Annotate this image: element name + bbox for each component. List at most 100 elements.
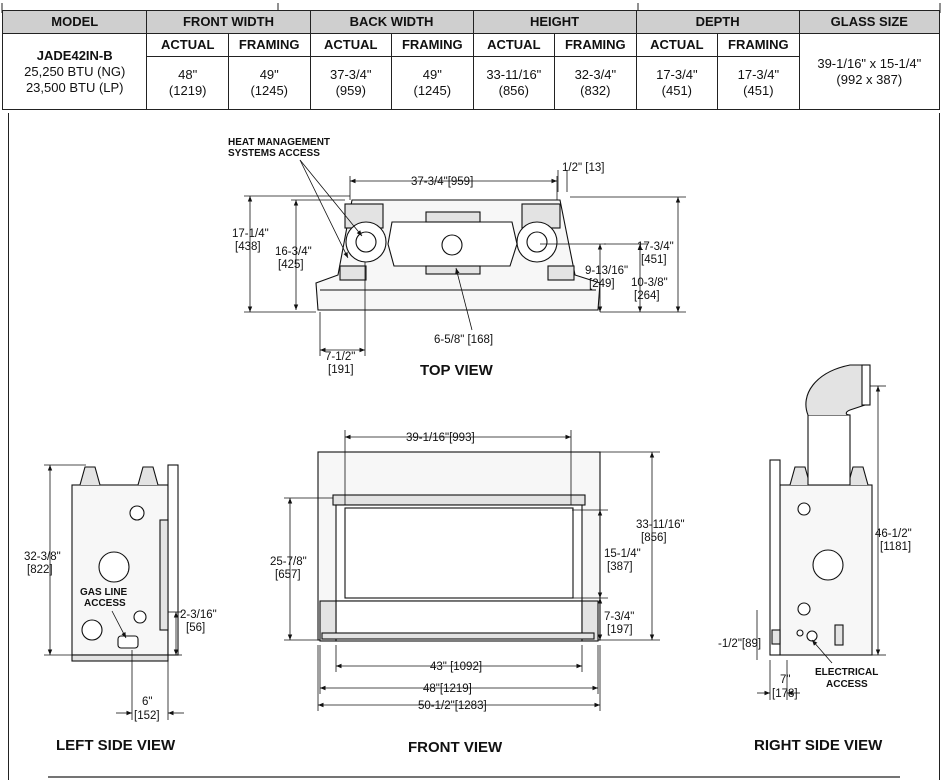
glass-cell: 39-1/16" x 15-1/4" (992 x 387)	[798, 33, 941, 110]
front-glass-width: 39-1/16"[993]	[406, 432, 475, 444]
front-view-drawing	[317, 451, 601, 642]
value-mm: (1245)	[413, 83, 452, 98]
value-cell: 37-3/4"(959)	[309, 56, 393, 110]
dim-17-3-4-mm: [451]	[641, 254, 667, 266]
header-depth: DEPTH	[635, 10, 800, 34]
front-width-43: 43" [1092]	[430, 661, 482, 673]
gas-label-1: GAS LINE	[80, 587, 128, 598]
value-mm: (451)	[661, 83, 693, 98]
value-mm: (832)	[580, 83, 611, 98]
dim-17-1-4-mm: [438]	[235, 241, 261, 253]
model-btu-ng: 25,250 BTU (NG)	[24, 63, 126, 79]
dim-9-13-16-mm: [249]	[589, 278, 615, 290]
model-cell: JADE42IN-B 25,250 BTU (NG) 23,500 BTU (L…	[1, 33, 148, 110]
value-cell: 33-11/16"(856)	[472, 56, 556, 110]
top-view-labels: HEAT MANAGEMENT SYSTEMS ACCESS 37-3/4"[9…	[228, 137, 674, 379]
left-6-mm: [152]	[134, 710, 160, 722]
value-in: 37-3/4"	[330, 67, 372, 82]
front-base-mm: [197]	[607, 624, 633, 636]
spec-table: MODEL FRONT WIDTH BACK WIDTH HEIGHT DEPT…	[1, 10, 941, 110]
sub-framing: FRAMING	[391, 33, 474, 57]
left-height-mm: [822]	[27, 564, 53, 576]
value-mm: (959)	[335, 83, 366, 98]
value-in: 48"	[178, 67, 198, 82]
right-7-in: 7"	[780, 674, 790, 686]
diagram-frame	[8, 113, 940, 780]
front-opening-mm: [657]	[275, 569, 301, 581]
right-height-in: 46-1/2"	[875, 528, 912, 540]
glass-in: 39-1/16" x 15-1/4"	[817, 55, 922, 71]
front-view-title: FRONT VIEW	[408, 739, 503, 756]
top-view-dimensions	[244, 159, 686, 356]
dim-6-5-8: 6-5/8" [168]	[434, 334, 493, 346]
value-mm: (1245)	[250, 83, 289, 98]
value-cell: 48"(1219)	[146, 56, 229, 110]
right-dim-89: -1/2"[89]	[718, 638, 761, 650]
top-view-drawing	[315, 199, 601, 311]
front-glass-h-mm: [387]	[607, 561, 633, 573]
value-cell: 49"(1245)	[391, 56, 474, 110]
dim-half-inch: 1/2" [13]	[562, 162, 604, 174]
front-width-50: 50-1/2"[1283]	[418, 700, 487, 712]
value-in: 17-3/4"	[656, 67, 698, 82]
front-height-in: 33-11/16"	[636, 519, 685, 531]
value-mm: (1219)	[168, 83, 207, 98]
value-in: 49"	[422, 67, 442, 82]
right-view-title: RIGHT SIDE VIEW	[754, 737, 883, 754]
left-2-3-16-in: 2-3/16"	[180, 609, 217, 621]
top-view-title: TOP VIEW	[420, 362, 494, 379]
value-in: 17-3/4"	[737, 67, 780, 82]
front-opening-in: 25-7/8"	[270, 556, 307, 568]
header-model: MODEL	[1, 10, 148, 34]
value-in: 32-3/4"	[574, 67, 617, 82]
left-height-in: 32-3/8"	[24, 551, 61, 563]
header-front-width: FRONT WIDTH	[146, 10, 311, 34]
header-height: HEIGHT	[472, 10, 637, 34]
gas-label-2: ACCESS	[84, 598, 126, 609]
dim-16-3-4-mm: [425]	[278, 259, 304, 271]
sub-framing: FRAMING	[554, 33, 637, 57]
dim-top-width: 37-3/4"[959]	[411, 176, 473, 188]
front-base-in: 7-3/4"	[604, 611, 634, 623]
sub-framing: FRAMING	[227, 33, 311, 57]
model-btu-lp: 23,500 BTU (LP)	[25, 79, 124, 95]
group-header-row: MODEL FRONT WIDTH BACK WIDTH HEIGHT DEPT…	[1, 10, 941, 34]
front-view-labels: 39-1/16"[993] 33-11/16" [856] 15-1/4" [3…	[270, 432, 685, 756]
dim-10-3-8-mm: [264]	[634, 290, 660, 302]
value-mm: (856)	[498, 83, 529, 98]
dim-16-3-4-in: 16-3/4"	[275, 246, 312, 258]
dim-9-13-16-in: 9-13/16"	[585, 265, 628, 277]
value-cell: 32-3/4"(832)	[554, 56, 637, 110]
value-cell: 49"(1245)	[227, 56, 311, 110]
left-side-drawing	[71, 464, 179, 662]
dim-17-1-4-in: 17-1/4"	[232, 228, 269, 240]
sub-framing: FRAMING	[717, 33, 800, 57]
front-width-48: 48"[1219]	[423, 683, 472, 695]
glass-mm: (992 x 387)	[836, 71, 903, 87]
value-cell: 17-3/4"(451)	[717, 56, 800, 110]
right-side-dimensions	[756, 385, 886, 700]
left-side-dimensions	[44, 464, 184, 720]
right-side-labels: 46-1/2" [1181] -1/2"[89] 7" [178] ELECTR…	[718, 528, 912, 754]
front-glass-h-in: 15-1/4"	[604, 548, 641, 560]
right-side-drawing	[769, 364, 873, 656]
heat-label-1: HEAT MANAGEMENT	[228, 137, 330, 148]
dim-7-1-2-in: 7-1/2"	[325, 351, 355, 363]
right-7-mm: [178]	[772, 688, 798, 700]
value-in: 33-11/16"	[486, 67, 542, 82]
dim-7-1-2-mm: [191]	[328, 364, 354, 376]
left-view-title: LEFT SIDE VIEW	[56, 737, 176, 754]
right-height-mm: [1181]	[880, 541, 911, 553]
left-6-in: 6"	[142, 696, 152, 708]
front-view-dimensions	[284, 430, 660, 711]
value-row: 48"(1219) 49"(1245) 37-3/4"(959) 49"(124…	[3, 56, 940, 110]
front-height-mm: [856]	[641, 532, 667, 544]
left-side-labels: 32-3/8" [822] GAS LINE ACCESS 2-3/16" [5…	[24, 551, 217, 754]
elec-label-1: ELECTRICAL	[815, 667, 878, 678]
heat-label-2: SYSTEMS ACCESS	[228, 148, 320, 159]
model-name: JADE42IN-B	[36, 47, 113, 63]
dim-10-3-8-in: 10-3/8"	[631, 277, 668, 289]
elec-label-2: ACCESS	[826, 679, 868, 690]
value-mm: (451)	[743, 83, 774, 98]
